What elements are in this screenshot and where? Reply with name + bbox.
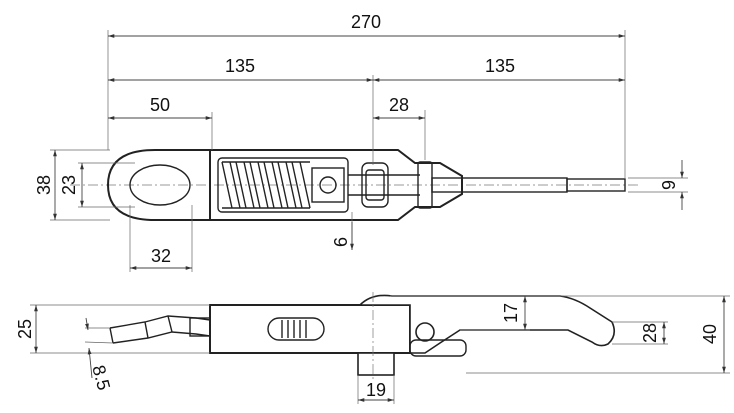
dim-side-height: 25 [15, 319, 35, 339]
dim-pivot-offset: 28 [389, 95, 409, 115]
eye-loop [106, 149, 210, 221]
slot [267, 317, 325, 341]
dim-eye-to-body: 50 [150, 95, 170, 115]
dim-hook-angle: 8.5 [88, 363, 114, 392]
spring-housing [209, 149, 463, 221]
eye-hole [129, 164, 191, 206]
dim-eye-width: 32 [151, 246, 171, 266]
dim-base-width: 19 [366, 380, 386, 400]
side-view: 25 8.5 17 28 40 19 [15, 292, 730, 404]
dim-eye-outer-height: 38 [34, 175, 54, 195]
dim-lever-height: 28 [640, 323, 660, 343]
dim-rod-diameter: 9 [659, 180, 679, 190]
dim-half-left: 135 [225, 56, 255, 76]
dim-overall-length: 270 [351, 12, 381, 32]
dim-rod-offset: 6 [331, 237, 351, 247]
draw-rod [431, 177, 626, 193]
dim-total-height: 40 [700, 324, 720, 344]
dim-eye-inner-height: 23 [59, 175, 79, 195]
spring-coil [221, 161, 311, 209]
lever-handle [358, 294, 616, 354]
plunger-ball [319, 176, 337, 194]
pivot-pin [415, 322, 435, 342]
side-base-body [209, 304, 411, 354]
dim-lever-rise: 17 [501, 303, 521, 323]
base-foot [357, 352, 395, 376]
top-view: 270 135 135 50 28 38 23 32 6 9 [34, 12, 688, 272]
hook-rod [109, 315, 211, 344]
dim-half-right: 135 [485, 56, 515, 76]
